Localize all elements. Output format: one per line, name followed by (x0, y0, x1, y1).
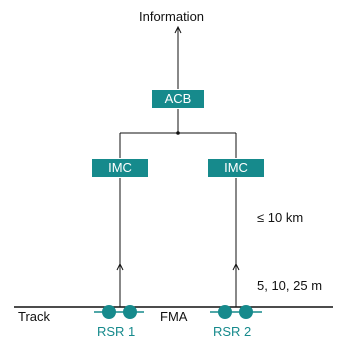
imc-left-box: IMC (92, 159, 148, 177)
rsr2-sensor-right (239, 305, 253, 319)
rsr2-sensor-left (218, 305, 232, 319)
left-arrow-head (116, 262, 124, 271)
acb-label: ACB (164, 91, 192, 106)
track-label: Track (18, 309, 51, 324)
fma-label: FMA (160, 309, 188, 324)
imc-right-label: IMC (224, 160, 248, 175)
right-arrow-head (232, 262, 240, 271)
distance-lower-label: 5, 10, 25 m (257, 278, 323, 293)
distance-upper-label: ≤ 10 km (257, 210, 304, 225)
rsr2-label: RSR 2 (213, 324, 252, 339)
rsr1-sensor-left (102, 305, 116, 319)
info-arrow-head (174, 25, 182, 34)
information-label: Information (139, 9, 205, 24)
rsr1-sensor-right (123, 305, 137, 319)
acb-box: ACB (152, 90, 204, 108)
imc-right-box: IMC (208, 159, 264, 177)
imc-left-label: IMC (108, 160, 132, 175)
rsr1-label: RSR 1 (97, 324, 136, 339)
